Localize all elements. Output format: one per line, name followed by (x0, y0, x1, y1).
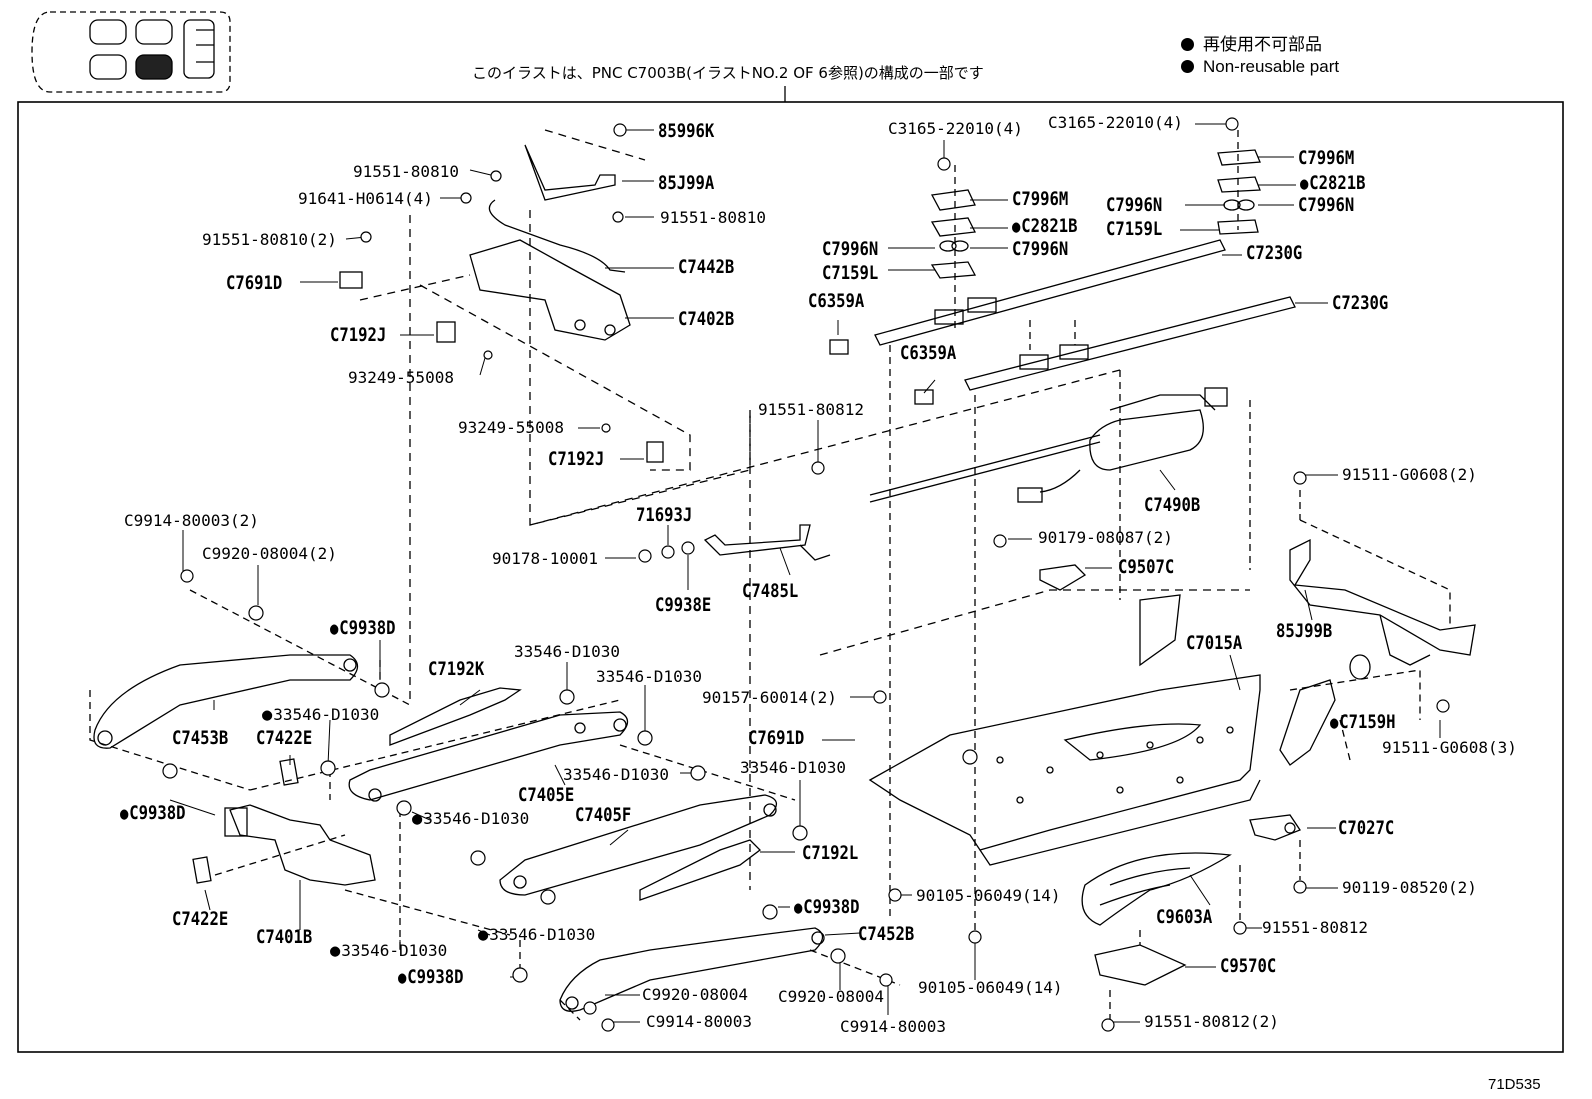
diagram-code: 71D535 (1488, 1076, 1541, 1093)
part-label[interactable]: 33546-D1030 (596, 667, 702, 686)
part-label[interactable]: C9570C (1220, 955, 1277, 977)
part-label[interactable]: 93249-55008 (348, 368, 454, 387)
part-label[interactable]: C7996M (1298, 147, 1355, 169)
part-label[interactable]: C7015A (1186, 632, 1243, 654)
legend-jp-text: 再使用不可部品 (1203, 35, 1322, 54)
part-label[interactable]: 33546-D1030 (478, 926, 595, 944)
part-label[interactable]: C7159L (822, 262, 879, 284)
part-label[interactable]: C9938D (330, 617, 395, 640)
bullet-icon (1181, 38, 1194, 51)
part-label[interactable]: C9507C (1118, 556, 1175, 578)
part-label[interactable]: C7996N (1298, 194, 1355, 216)
part-label[interactable]: C7996N (822, 238, 879, 260)
part-label[interactable]: 33546-D1030 (330, 942, 447, 960)
part-label[interactable]: C7192K (428, 658, 485, 680)
part-label[interactable]: C7405E (518, 784, 575, 806)
part-label[interactable]: C7230G (1332, 292, 1389, 314)
legend-en-text: Non-reusable part (1203, 57, 1340, 76)
part-label[interactable]: 90178-10001 (492, 549, 598, 568)
part-label[interactable]: C7230G (1246, 242, 1303, 264)
part-label[interactable]: C7691D (748, 727, 805, 749)
legend-jp: 再使用不可部品 (1181, 30, 1322, 55)
part-label[interactable]: C7401B (256, 926, 313, 948)
part-label[interactable]: C2821B (1300, 172, 1365, 195)
part-label[interactable]: 91551-80810 (353, 162, 459, 181)
part-label[interactable]: C9603A (1156, 906, 1213, 928)
part-label[interactable]: C7422E (256, 727, 313, 749)
part-label[interactable]: C7192L (802, 842, 859, 864)
part-label[interactable]: C9938D (794, 896, 859, 919)
part-label[interactable]: 90105-06049(14) (916, 886, 1061, 905)
part-label[interactable]: 91551-80812 (758, 400, 864, 419)
part-label[interactable]: C7159L (1106, 218, 1163, 240)
part-label[interactable]: 33546-D1030 (262, 706, 379, 724)
part-label[interactable]: 93249-55008 (458, 418, 564, 437)
part-label[interactable]: 91551-80810(2) (202, 230, 337, 249)
part-label[interactable]: 33546-D1030 (740, 758, 846, 777)
part-label[interactable]: C9914-80003 (646, 1012, 752, 1031)
part-label[interactable]: 91511-G0608(3) (1382, 738, 1517, 757)
part-label[interactable]: C7996N (1106, 194, 1163, 216)
part-label[interactable]: 90119-08520(2) (1342, 878, 1477, 897)
hardware-glyphs (162, 117, 1450, 1032)
part-label[interactable]: C6359A (900, 342, 957, 364)
part-label[interactable]: C7027C (1338, 817, 1395, 839)
seat-locator-icon (31, 11, 231, 93)
part-label[interactable]: C3165-22010(4) (888, 119, 1023, 138)
legend-en: Non-reusable part (1181, 57, 1339, 77)
diagram-caption: このイラストは、PNC C7003B(イラストNO.2 OF 6参照)の構成の一… (472, 64, 984, 82)
part-label[interactable]: C9938D (120, 802, 185, 825)
part-label[interactable]: C7452B (858, 923, 915, 945)
part-label[interactable]: C9938D (398, 966, 463, 989)
part-label[interactable]: C9920-08004(2) (202, 544, 337, 563)
part-label[interactable]: C9920-08004 (642, 985, 748, 1004)
part-label[interactable]: C7485L (742, 580, 799, 602)
part-label[interactable]: C7996N (1012, 238, 1069, 260)
part-label[interactable]: 33546-D1030 (514, 642, 620, 661)
part-label[interactable]: C7159H (1330, 711, 1395, 734)
part-label[interactable]: C7691D (226, 272, 283, 294)
part-label[interactable]: C7490B (1144, 494, 1201, 516)
part-label[interactable]: 71693J (636, 504, 693, 526)
part-label[interactable]: 90179-08087(2) (1038, 528, 1173, 547)
part-label[interactable]: C9920-08004 (778, 987, 884, 1006)
part-label[interactable]: 91551-80810 (660, 208, 766, 227)
part-label[interactable]: 33546-D1030 (563, 765, 669, 784)
part-label[interactable]: C3165-22010(4) (1048, 113, 1183, 132)
part-label[interactable]: 33546-D1030 (412, 810, 529, 828)
part-label[interactable]: 85J99A (658, 172, 715, 194)
part-label[interactable]: 91511-G0608(2) (1342, 465, 1477, 484)
part-label[interactable]: 91551-80812(2) (1144, 1012, 1279, 1031)
part-label[interactable]: C9914-80003(2) (124, 511, 259, 530)
part-label[interactable]: C7422E (172, 908, 229, 930)
part-label[interactable]: 91641-H0614(4) (298, 189, 433, 208)
part-label[interactable]: C7996M (1012, 188, 1069, 210)
part-label[interactable]: C7192J (548, 448, 605, 470)
part-label[interactable]: 90157-60014(2) (702, 688, 837, 707)
part-label[interactable]: 90105-06049(14) (918, 978, 1063, 997)
part-label[interactable]: C7453B (172, 727, 229, 749)
part-label[interactable]: 85996K (658, 120, 715, 142)
part-label[interactable]: C7442B (678, 256, 735, 278)
part-label[interactable]: C7402B (678, 308, 735, 330)
diagram-frame (17, 101, 1564, 1053)
part-label[interactable]: C9914-80003 (840, 1017, 946, 1036)
part-label[interactable]: C7405F (575, 804, 632, 826)
part-label[interactable]: C2821B (1012, 215, 1077, 238)
part-label[interactable]: C9938E (655, 594, 712, 616)
part-label[interactable]: C6359A (808, 290, 865, 312)
part-label[interactable]: 85J99B (1276, 620, 1333, 642)
part-label[interactable]: 91551-80812 (1262, 918, 1368, 937)
part-label[interactable]: C7192J (330, 324, 387, 346)
bullet-icon (1181, 60, 1194, 73)
